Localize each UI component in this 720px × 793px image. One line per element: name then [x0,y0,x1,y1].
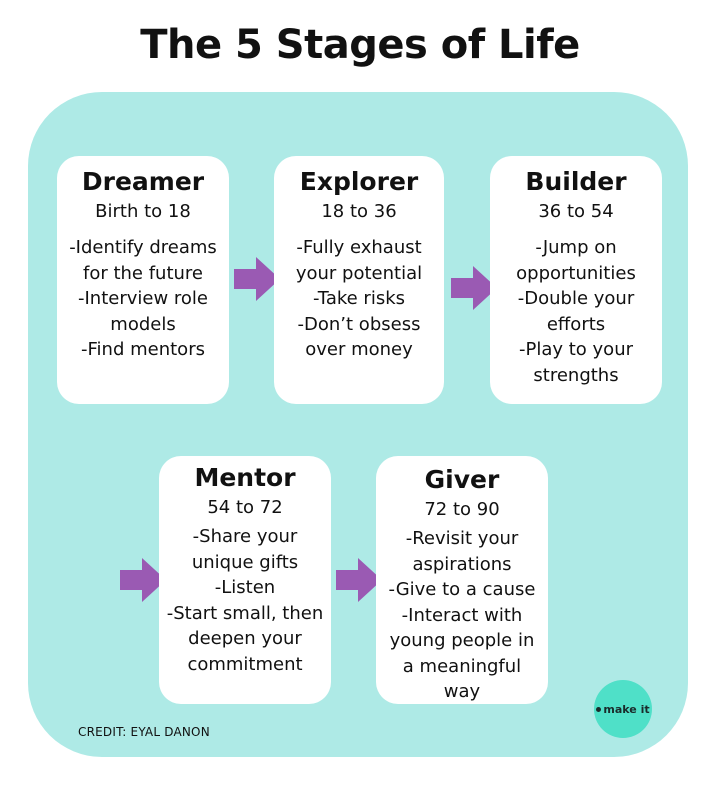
arrow-right-icon [451,266,497,310]
list-item: aspirations [412,553,512,575]
list-item: -Listen [214,577,276,598]
list-item: -Jump on [535,237,617,258]
list-item: -Double your [517,288,635,309]
list-item: -Take risks [312,288,406,309]
list-item: unique gifts [191,551,299,573]
list-item: way [443,681,481,702]
stage-ages: 36 to 54 [538,201,614,222]
make-it-logo: make it [594,680,652,738]
list-item: for the future [82,262,204,284]
list-item: -Start small, then [166,602,324,624]
list-item: -Interact with [401,604,523,626]
stage-list: -Revisit your aspirations -Give to a cau… [376,526,548,705]
stage-name: Dreamer [81,167,205,196]
arrow-right-icon [234,257,280,301]
stage-card-builder: Builder 36 to 54 -Jump on opportunities … [490,156,662,404]
stage-name: Explorer [299,167,419,196]
page-title: The 5 Stages of Life [140,22,580,68]
list-item: over money [305,339,413,360]
stage-name: Giver [424,465,500,494]
list-item: a meaningful [402,655,522,677]
stage-card-explorer: Explorer 18 to 36 -Fully exhaust your po… [274,156,444,404]
list-item: commitment [187,653,303,675]
list-item: your potential [295,262,423,284]
list-item: -Give to a cause [388,579,536,600]
arrow-right-icon [336,558,382,602]
list-item: -Find mentors [81,339,205,360]
stage-ages: 72 to 90 [424,499,500,520]
stage-name: Mentor [194,463,296,492]
stage-list: -Share your unique gifts -Listen -Start … [159,524,331,677]
stage-card-giver: Giver 72 to 90 -Revisit your aspirations… [376,456,548,704]
list-item: strengths [533,364,619,386]
stage-card-mentor: Mentor 54 to 72 -Share your unique gifts… [159,456,331,704]
stage-list: -Fully exhaust your potential -Take risk… [274,235,444,363]
stage-ages: 54 to 72 [207,497,283,518]
list-item: opportunities [516,262,636,284]
stage-ages: Birth to 18 [95,201,191,222]
list-item: young people in [389,630,535,651]
list-item: -Identify dreams [69,237,217,258]
stage-list: -Identify dreams for the future -Intervi… [57,235,229,363]
stage-name: Builder [525,167,627,196]
list-item: models [110,313,176,335]
arrow-right-icon [120,558,166,602]
list-item: -Play to your [518,339,634,360]
list-item: efforts [546,313,606,335]
list-item: -Fully exhaust [296,237,422,258]
dot-icon [596,706,602,712]
stage-card-dreamer: Dreamer Birth to 18 -Identify dreams for… [57,156,229,404]
list-item: -Don’t obsess [297,313,421,335]
list-item: deepen your [188,628,302,649]
logo-text: make it [603,702,650,716]
stage-list: -Jump on opportunities -Double your effo… [490,235,662,388]
list-item: -Interview role [77,288,208,309]
credit-text: CREDIT: EYAL DANON [78,725,210,739]
list-item: -Revisit your [405,528,519,549]
stage-ages: 18 to 36 [321,201,397,222]
list-item: -Share your [192,526,298,547]
